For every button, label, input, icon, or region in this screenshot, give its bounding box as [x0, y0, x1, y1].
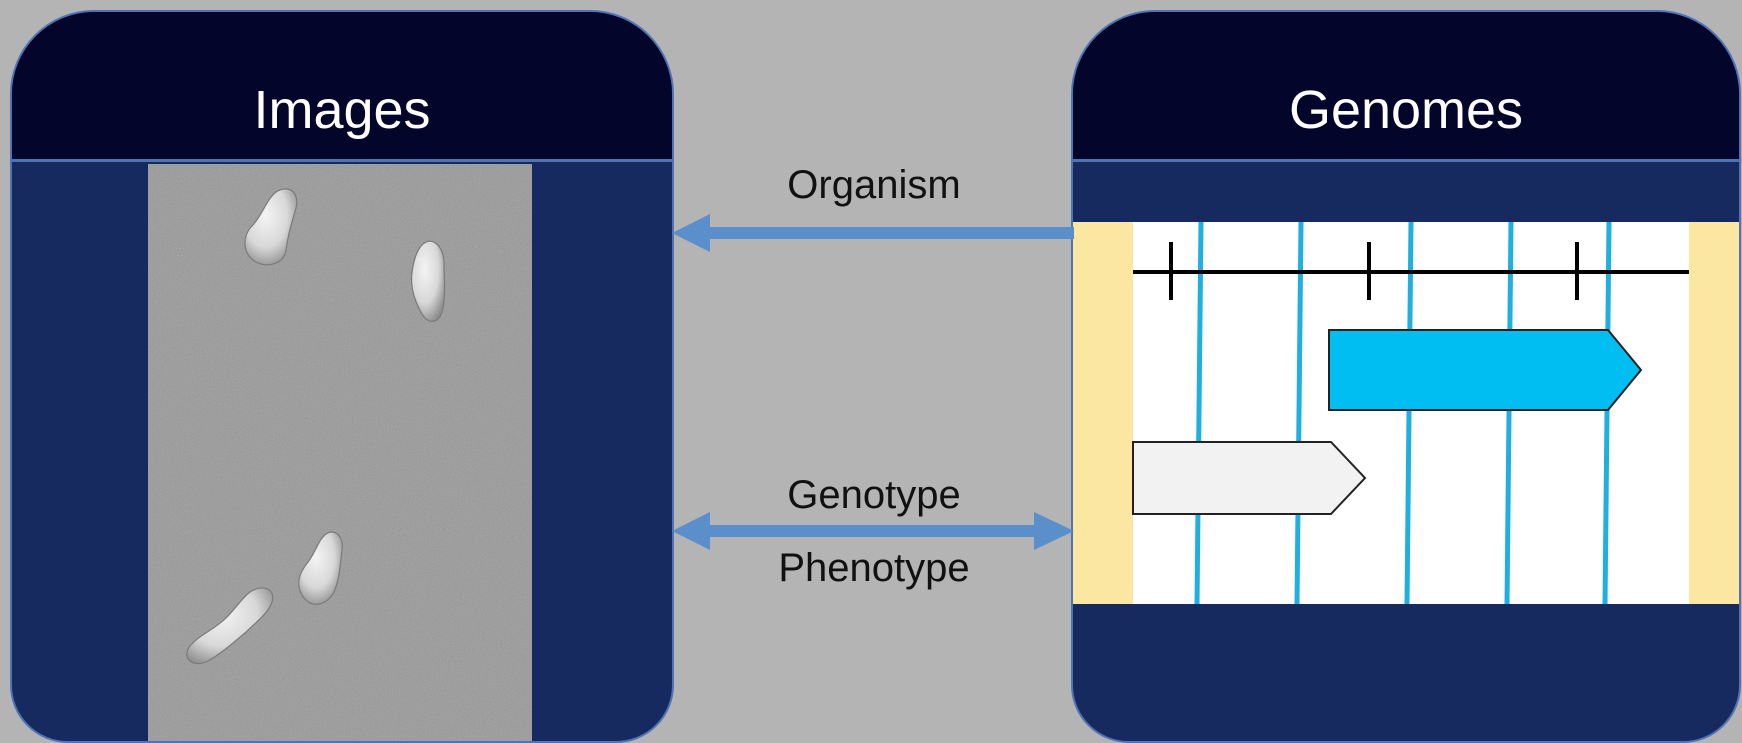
genotype-label: Genotype	[787, 473, 961, 517]
genotype-phenotype-arrow	[672, 512, 1036, 550]
images-panel: Images	[10, 10, 674, 743]
genomes-panel-title: Genomes	[1288, 79, 1524, 140]
gene-arrow-secondary	[1132, 441, 1367, 515]
track-axis	[1133, 242, 1689, 300]
arrows-icon	[672, 214, 1074, 550]
phenotype-label: Phenotype	[778, 546, 970, 590]
genomes-panel: Genomes	[1071, 10, 1741, 743]
organism-arrow	[672, 214, 1074, 252]
connector-arrows	[670, 200, 1074, 560]
genomes-panel-header: Genomes	[1073, 12, 1739, 162]
images-panel-title: Images	[253, 79, 431, 140]
genome-track	[1073, 222, 1739, 604]
micrograph-icon	[148, 164, 532, 741]
micrograph-image	[148, 164, 532, 741]
genotype-phenotype-arrowhead-right	[1034, 512, 1074, 550]
organism-label: Organism	[787, 163, 961, 207]
genome-track-icon	[1073, 222, 1739, 604]
track-guide-lines	[1194, 222, 1612, 604]
images-panel-header: Images	[12, 12, 672, 162]
gene-arrow-primary	[1328, 329, 1643, 411]
